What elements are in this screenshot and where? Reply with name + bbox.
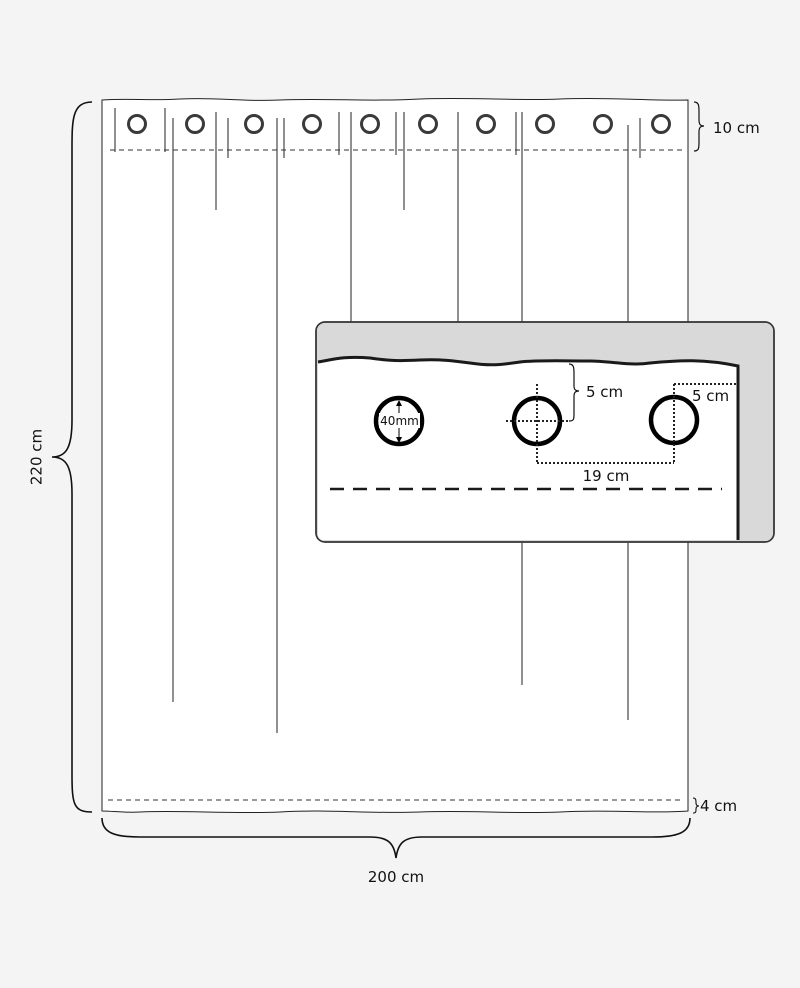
height-brace [51,101,93,813]
eyelet-ring [244,114,264,134]
inset-fabric [318,357,738,540]
height-label: 220 cm [28,429,46,485]
inset-eyelet-ring [373,395,425,447]
eyelet-ring [302,114,322,134]
curtain-folds [114,108,641,733]
eyelet-ring [418,114,438,134]
eyelet-ring [185,114,205,134]
width-label: 200 cm [368,868,424,886]
width-brace [101,817,691,859]
detail-inset: 40mm 19 cm 5 cm 5 cm [315,321,775,543]
diameter-label: 40mm [380,414,419,428]
eyelet-ring [360,114,380,134]
eyelet-ring [127,114,147,134]
side-offset-label: 5 cm [692,387,729,405]
eyelet-ring [593,114,613,134]
inset-frame-outline [315,321,775,543]
diameter-arrowhead-bottom [396,437,402,443]
top-hem-brace [693,101,705,152]
top-offset-label: 5 cm [586,383,623,401]
eyelet-ring [535,114,555,134]
spacing-label: 19 cm [583,467,630,485]
eyelets [127,114,671,134]
bottom-hem-label: 4 cm [700,797,737,815]
diameter-label-bg [379,413,420,428]
bottom-hem-brace [692,797,700,814]
eyelet-ring [651,114,671,134]
diameter-arrowhead-top [396,400,402,406]
eyelet-ring [476,114,496,134]
top-hem-label: 10 cm [713,119,760,137]
top-offset-brace [568,363,580,422]
inset-fabric-edge [317,355,740,540]
